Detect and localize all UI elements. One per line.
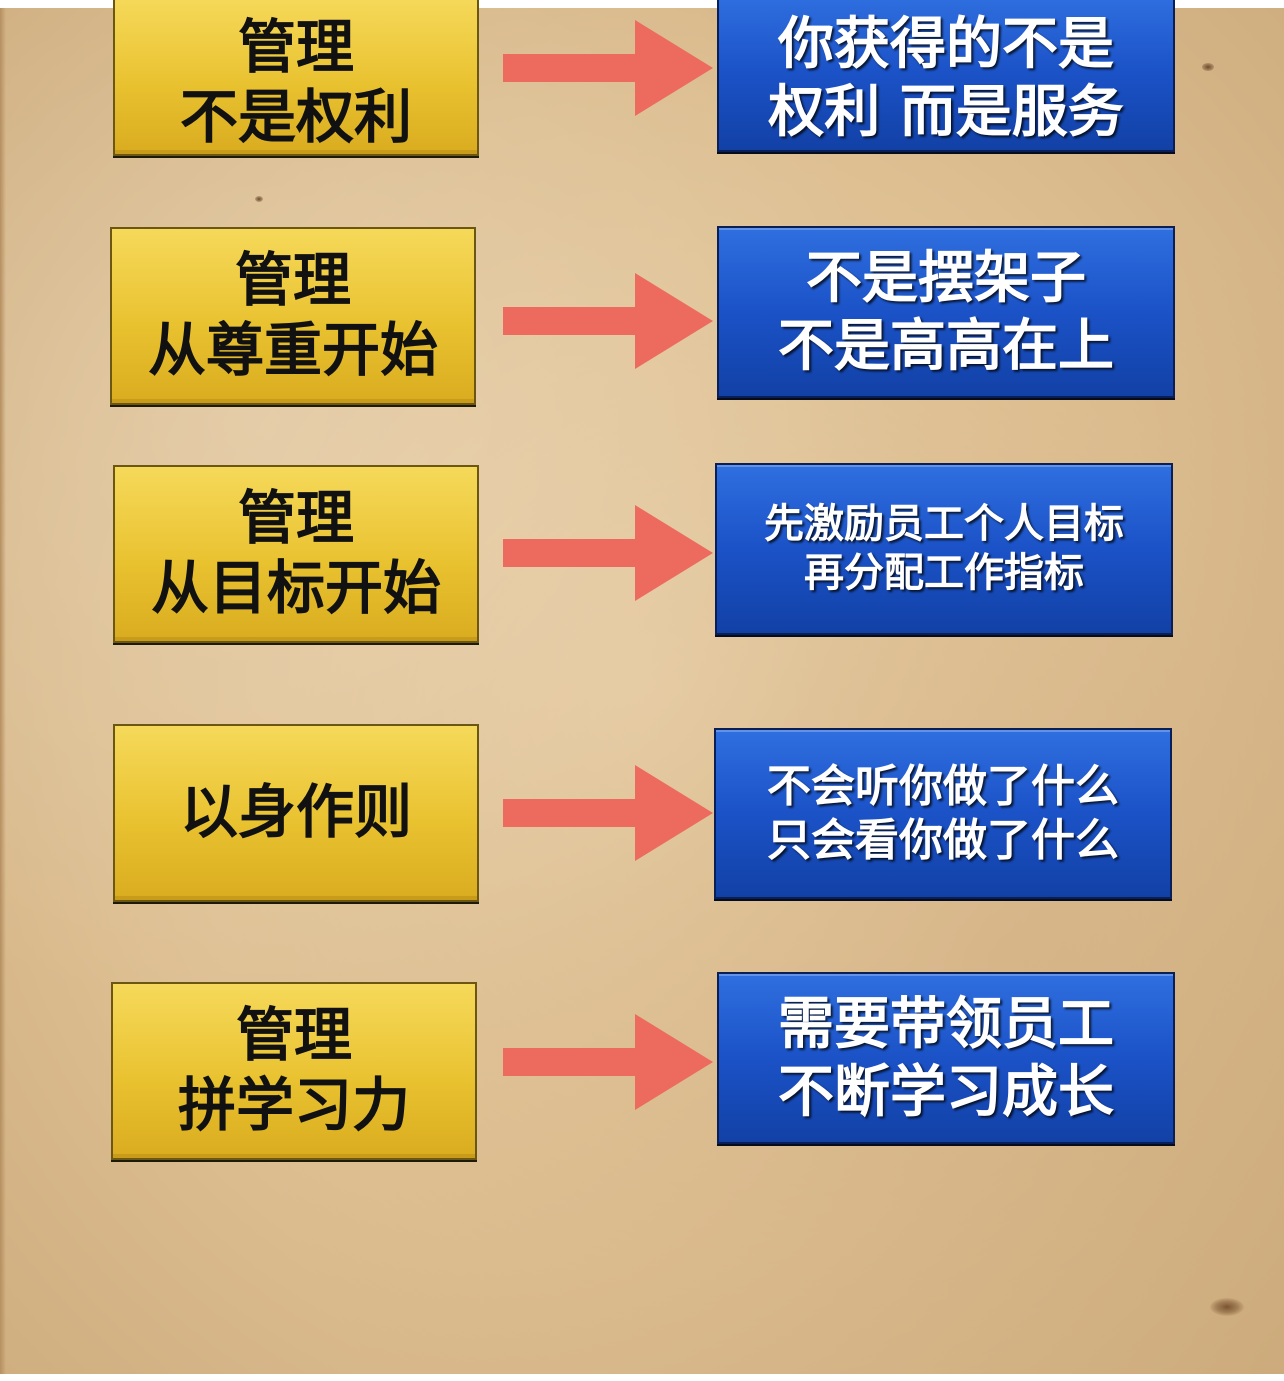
paper-stain [1202,63,1214,71]
parchment-background [0,8,1284,1374]
right-arrow-icon [503,273,713,369]
right-arrow-icon [503,1014,713,1110]
explanation-box-3: 先激励员工个人目标 再分配工作指标 [715,463,1173,635]
management-principle-box-2: 管理 从尊重开始 [110,227,476,405]
principle-line: 从目标开始 [150,554,441,622]
explanation-line: 不会听你做了什么 [767,760,1119,812]
principle-line: 管理 [237,13,354,82]
paper-stain [1210,1298,1244,1316]
explanation-line: 不断学习成长 [778,1059,1114,1125]
right-arrow-icon [503,505,713,601]
principle-line: 从尊重开始 [147,316,438,384]
explanation-line: 需要带领员工 [778,990,1114,1057]
principle-line: 管理 [237,484,354,553]
explanation-box-4: 不会听你做了什么 只会看你做了什么 [714,728,1172,899]
principle-line: 管理 [234,246,351,315]
right-arrow-icon [503,20,713,116]
explanation-line: 再分配工作指标 [804,549,1084,596]
right-arrow-icon [503,765,713,861]
explanation-line: 先激励员工个人目标 [764,500,1124,548]
principle-line: 不是权利 [179,83,412,151]
explanation-box-5: 需要带领员工 不断学习成长 [717,972,1175,1144]
principle-line: 拼学习力 [177,1071,410,1139]
explanation-line: 不是高高在上 [778,313,1114,379]
management-principle-box-1: 管理 不是权利 [113,0,479,156]
principle-line: 以身作则 [179,778,412,847]
explanation-line: 你获得的不是 [778,10,1114,77]
management-principle-box-4: 以身作则 [113,724,479,902]
explanation-box-1: 你获得的不是 权利 而是服务 [717,0,1175,152]
explanation-line: 权利 而是服务 [768,79,1124,145]
explanation-box-2: 不是摆架子 不是高高在上 [717,226,1175,398]
management-principle-box-5: 管理 拼学习力 [111,982,477,1160]
paper-edge-shadow [0,8,6,1374]
explanation-line: 只会看你做了什么 [767,814,1119,866]
management-principle-box-3: 管理 从目标开始 [113,465,479,643]
principle-line: 管理 [235,1001,352,1070]
explanation-line: 不是摆架子 [806,244,1086,311]
paper-stain [255,196,263,202]
